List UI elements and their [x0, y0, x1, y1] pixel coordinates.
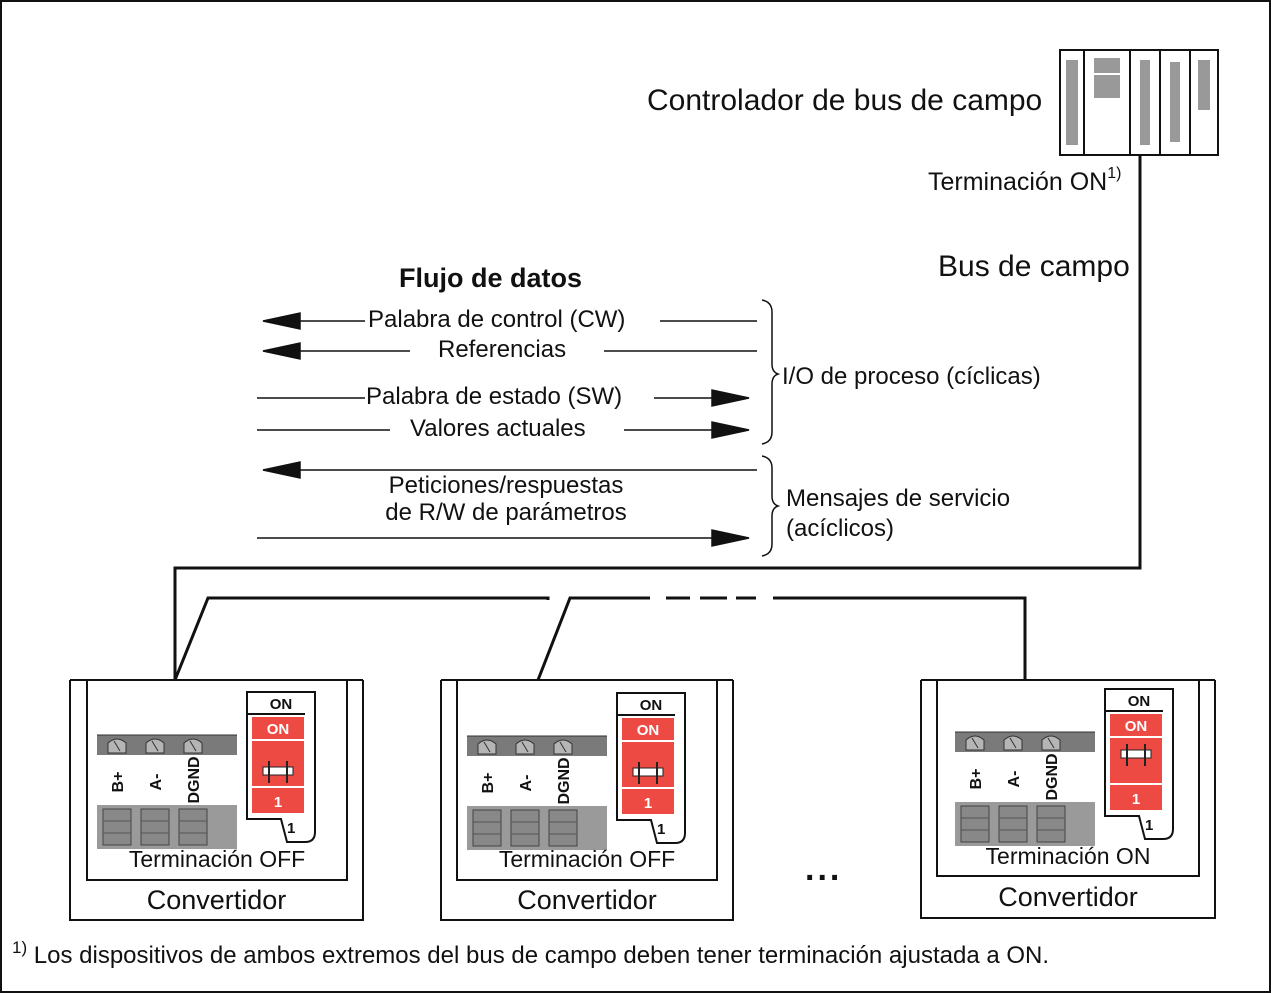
service-label-line1: Mensajes de servicio — [786, 485, 1011, 512]
footnote-sup: 1) — [12, 938, 28, 957]
dip-switch-body — [1110, 714, 1162, 810]
drive-frame-3 — [920, 680, 1216, 919]
connector-2: B+ A- DGND ON ON 11 — [467, 692, 686, 850]
dataflow-status-word: Palabra de estado (SW) — [366, 383, 623, 410]
dip-switch-body — [252, 717, 304, 813]
switch-one-label: 1 — [644, 795, 652, 812]
dataflow-param-line2: de R/W de parámetros — [385, 499, 627, 526]
braces — [761, 299, 781, 557]
drive-frames — [69, 679, 1216, 921]
terminal-slot — [102, 808, 132, 846]
service-label-line2: (acíclicos) — [786, 515, 895, 542]
ellipsis: ... — [805, 850, 843, 888]
switch-on-inner-label: ON — [1125, 718, 1148, 735]
switch-on-label: ON — [640, 697, 663, 714]
switch-one-label: 1 — [274, 794, 282, 811]
terminal-slot — [140, 808, 170, 846]
pin-dgnd-label: DGND — [556, 757, 573, 804]
terminal-slot — [998, 805, 1028, 843]
footnote-marker: 1) — [1107, 165, 1122, 182]
pin-b-plus-label: B+ — [480, 773, 497, 794]
pin-b-plus-label: B+ — [968, 769, 985, 790]
dataflow-control-word: Palabra de control (CW) — [368, 306, 626, 333]
arrow-left-param — [262, 461, 301, 479]
switch-one-label: 1 — [1132, 791, 1140, 808]
dip-switch-toggle — [632, 767, 664, 777]
dataflow-actual-values: Valores actuales — [410, 415, 586, 442]
terminal-slot — [1036, 805, 1066, 843]
controller-termination: Terminación ON1) — [928, 165, 1122, 196]
drive-2-termination: Terminación OFF — [498, 846, 676, 872]
dip-switch-toggle — [262, 766, 294, 776]
drive-3-termination: Terminación ON — [985, 843, 1151, 869]
pin-a-minus-label: A- — [518, 775, 535, 792]
dip-switch-body — [622, 718, 674, 814]
connector-1: B+ A- DGND ON ON 11 — [97, 691, 316, 849]
fieldbus-label: Bus de campo — [938, 250, 1130, 283]
brace-process-io — [761, 299, 781, 445]
switch-one-outer-label: 1 — [1145, 817, 1153, 834]
controller-device — [1059, 49, 1219, 156]
pin-a-minus-label: A- — [1006, 771, 1023, 788]
switch-on-label: ON — [1128, 693, 1151, 710]
pin-b-plus-label: B+ — [110, 772, 127, 793]
fieldbus-line — [173, 155, 1142, 681]
controller-title: Controlador de bus de campo — [647, 84, 1043, 117]
terminal-slot — [510, 809, 540, 847]
terminal-slot — [960, 805, 990, 843]
drive-frame-1 — [69, 680, 364, 921]
dataflow-param-line1: Peticiones/respuestas — [388, 472, 624, 499]
dataflow-title: Flujo de datos — [399, 263, 583, 293]
terminal-slot — [548, 809, 578, 847]
arrow-left-ref — [262, 342, 301, 360]
dataflow-arrows — [257, 312, 757, 547]
drive-3-name: Convertidor — [998, 882, 1138, 912]
switch-one-outer-label: 1 — [657, 821, 665, 838]
brace-service — [761, 455, 781, 557]
drive-1-termination: Terminación OFF — [128, 846, 306, 872]
dataflow-references: Referencias — [438, 336, 567, 363]
switch-on-inner-label: ON — [267, 721, 290, 738]
arrow-left-cw — [262, 312, 301, 330]
pin-dgnd-label: DGND — [186, 756, 203, 803]
switch-on-label: ON — [270, 696, 293, 713]
pin-dgnd-label: DGND — [1044, 753, 1061, 800]
drive-frame-2 — [440, 680, 734, 921]
drive-2-name: Convertidor — [517, 885, 657, 915]
terminal-slot — [178, 808, 208, 846]
terminal-slot — [472, 809, 502, 847]
process-io-label: I/O de proceso (cíclicas) — [782, 363, 1041, 390]
arrow-right-param — [711, 529, 750, 547]
footnote-text: Los dispositivos de ambos extremos del b… — [27, 942, 1050, 969]
connector-3: B+ A- DGND ON ON 11 — [955, 688, 1174, 846]
switch-on-inner-label: ON — [637, 722, 660, 739]
pin-a-minus-label: A- — [148, 774, 165, 791]
dip-switch-toggle — [1120, 749, 1152, 759]
switch-one-outer-label: 1 — [287, 820, 295, 837]
arrow-right-values — [711, 421, 750, 439]
drive-1-name: Convertidor — [146, 885, 287, 915]
arrow-right-sw — [711, 389, 750, 407]
footnote: 1) Los dispositivos de ambos extremos de… — [12, 939, 1050, 969]
